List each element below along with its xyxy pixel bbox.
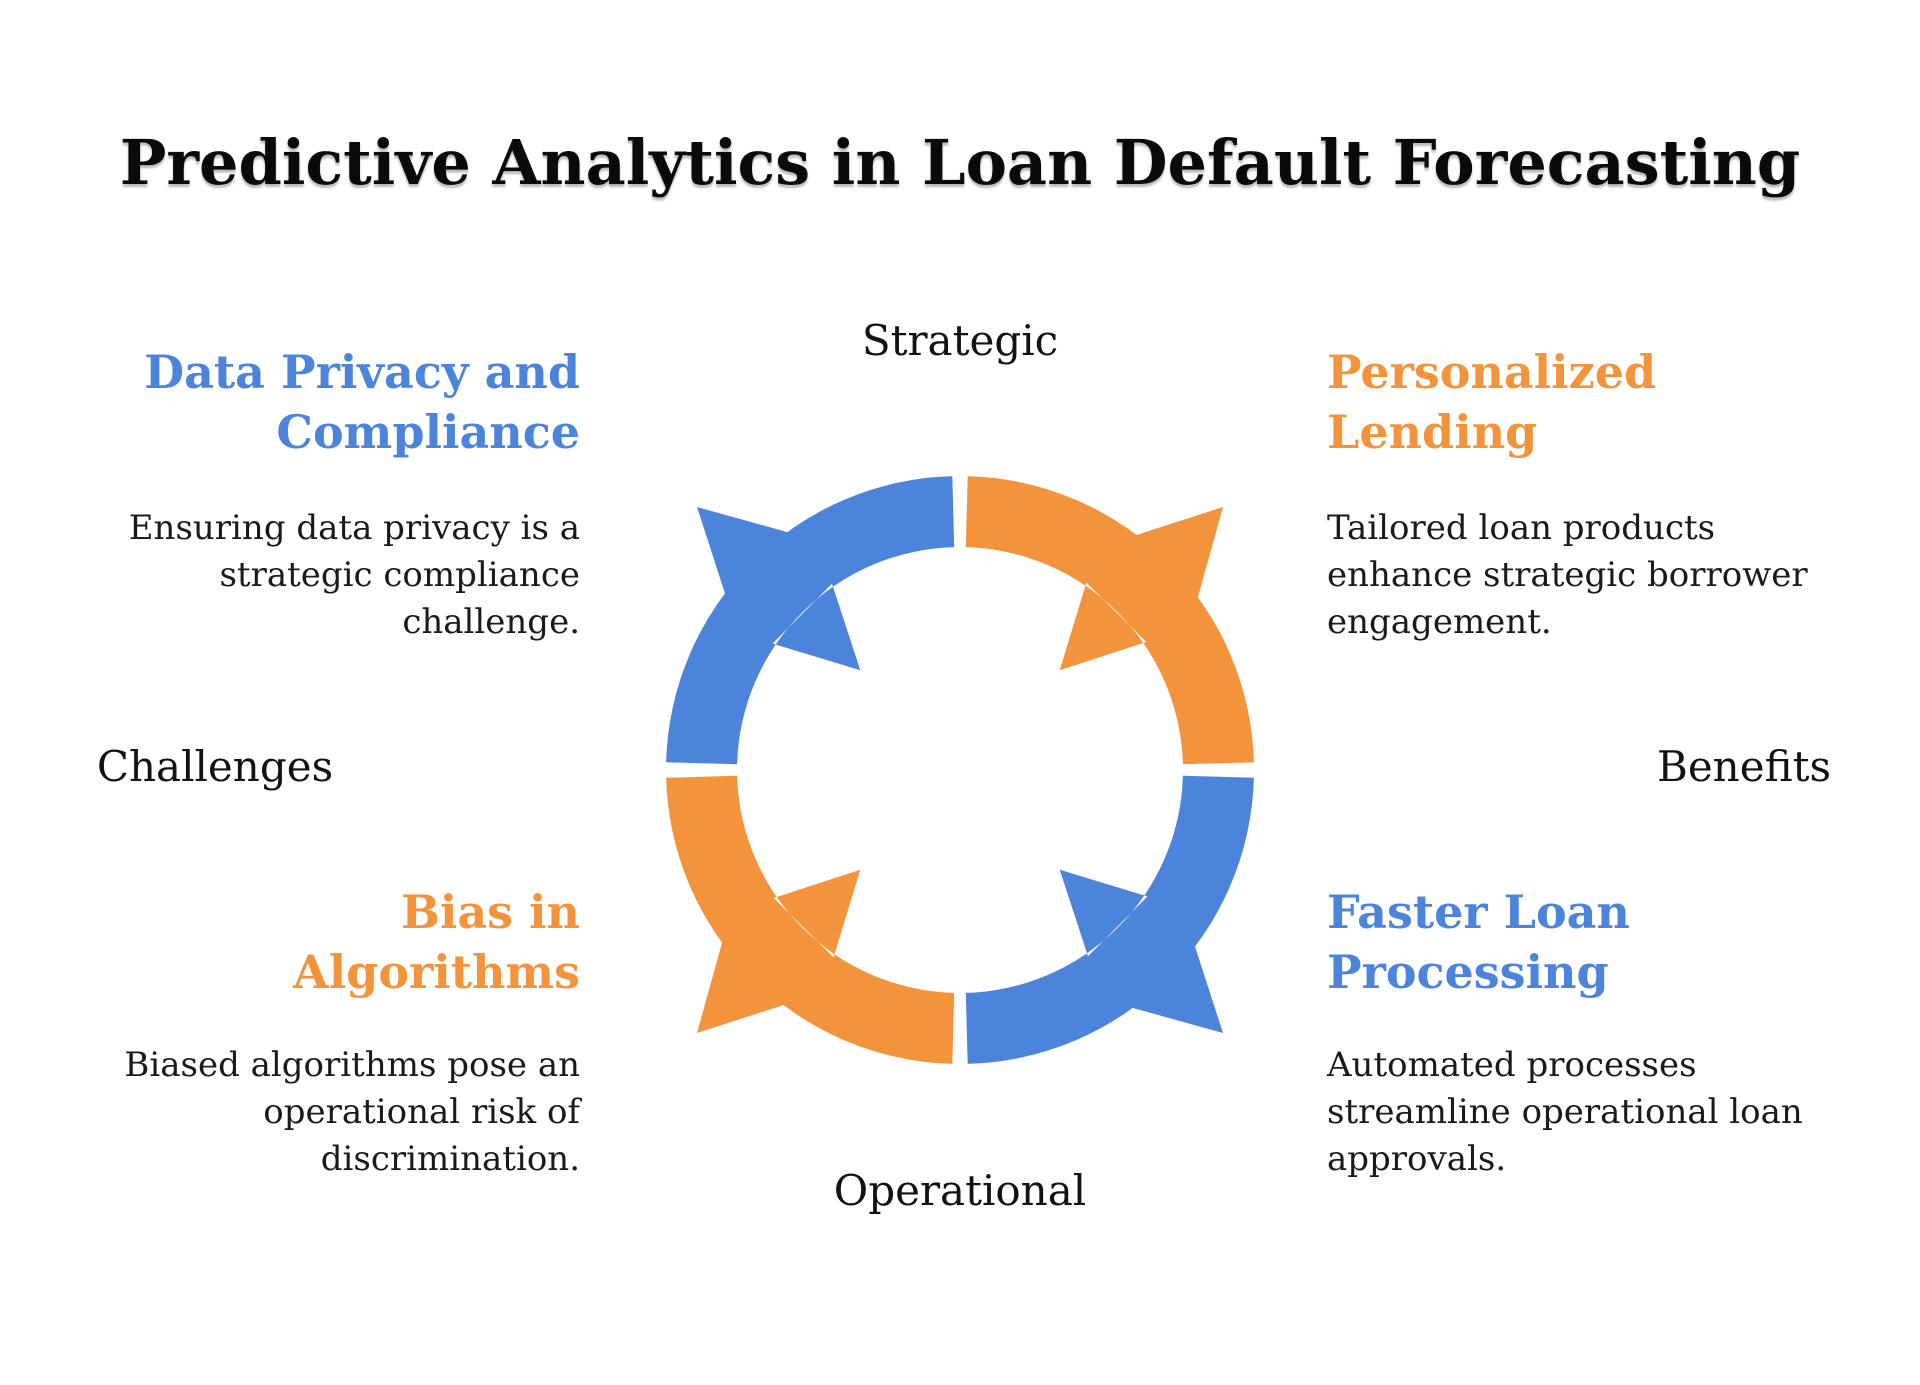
quadrant-body-personalized-lending: Tailored loan products enhance strategic… xyxy=(1327,505,1842,646)
axis-label-benefits: Benefits xyxy=(1656,742,1832,791)
quadrant-body-faster-loan-processing: Automated processes streamline operation… xyxy=(1327,1042,1842,1183)
quadrant-body-bias-in-algorithms: Biased algorithms pose an operational ri… xyxy=(80,1042,580,1183)
quadrant-heading-data-privacy: Data Privacy and Compliance xyxy=(115,342,580,462)
axis-label-strategic: Strategic xyxy=(861,316,1059,365)
quadrant-body-text: Ensuring data privacy is a strategic com… xyxy=(128,508,580,642)
cycle-arrow-bottom-right xyxy=(965,775,1254,1064)
cycle-arrow-top-right xyxy=(965,476,1254,765)
quadrant-heading-text: Bias in Algorithms xyxy=(293,885,580,999)
page-title: Predictive Analytics in Loan Default For… xyxy=(119,126,1801,199)
quadrant-heading-text: Data Privacy and Compliance xyxy=(144,345,580,459)
quadrant-body-data-privacy: Ensuring data privacy is a strategic com… xyxy=(80,505,580,646)
quadrant-body-text: Tailored loan products enhance strategic… xyxy=(1327,508,1808,642)
axis-label-challenges: Challenges xyxy=(96,742,334,791)
cycle-diagram xyxy=(666,476,1254,1064)
quadrant-heading-faster-loan-processing: Faster Loan Processing xyxy=(1327,882,1707,1002)
quadrant-body-text: Automated processes streamline operation… xyxy=(1327,1045,1803,1179)
quadrant-heading-text: Faster Loan Processing xyxy=(1327,885,1630,999)
quadrant-heading-personalized-lending: Personalized Lending xyxy=(1327,342,1707,462)
cycle-arrow-bottom-left xyxy=(666,775,955,1064)
quadrant-body-text: Biased algorithms pose an operational ri… xyxy=(124,1045,580,1179)
quadrant-heading-bias-in-algorithms: Bias in Algorithms xyxy=(280,882,580,1002)
quadrant-heading-text: Personalized Lending xyxy=(1327,345,1657,459)
cycle-arrow-top-left xyxy=(666,476,955,765)
axis-label-operational: Operational xyxy=(833,1166,1087,1215)
